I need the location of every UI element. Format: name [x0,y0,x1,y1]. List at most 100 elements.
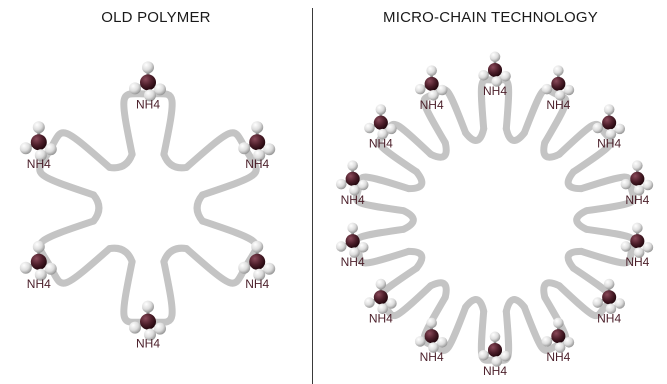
nh4-label: NH4 [369,137,393,151]
old-polymer-nh4-molecule: NH4 [238,240,276,291]
micro-chain-nh4-molecule: NH4 [414,65,448,112]
old-polymer-nh4-molecule: NH4 [129,61,166,111]
nh4-label: NH4 [483,364,507,378]
micro-chain-nh4-molecule: NH4 [364,104,397,151]
hydrogen-atom [632,160,643,171]
nitrogen-atom [373,115,388,130]
nh4-label: NH4 [546,350,570,364]
hydrogen-atom [364,122,375,134]
hydrogen-atom [603,278,615,290]
nh4-label: NH4 [625,193,649,207]
hydrogen-atom [32,240,45,253]
hydrogen-atom [491,356,503,367]
nh4-label: NH4 [625,255,649,269]
hydrogen-atom [428,342,439,353]
old-polymer-nh4-molecule: NH4 [19,240,57,291]
hydrogen-atom [478,350,489,361]
micro-chain-chain-link [462,125,488,144]
nitrogen-atom [30,253,47,270]
nitrogen-atom [140,313,156,330]
nh4-label: NH4 [597,311,621,325]
micro-chain-nh4-molecule: NH4 [620,222,654,269]
nh4-label: NH4 [369,311,393,325]
micro-chain-nh4-molecule: NH4 [592,278,625,325]
micro-chain-nh4-molecule: NH4 [541,317,575,364]
hydrogen-atom [251,121,264,134]
hydrogen-atom [386,298,397,309]
hydrogen-atom [349,185,360,196]
nitrogen-atom [140,74,156,91]
micro-chain-chain-loop [578,173,638,215]
hydrogen-atom [633,247,645,258]
hydrogen-atom [154,322,166,335]
hydrogen-atom [605,128,617,140]
hydrogen-atom [263,143,276,156]
hydrogen-atom [44,143,57,156]
hydrogen-atom [34,149,47,162]
old-polymer-chain-link [160,244,190,266]
micro-chain-nh4-molecule: NH4 [541,65,575,112]
hydrogen-atom [357,242,369,253]
old-polymer-nh4-molecule: NH4 [19,121,57,171]
nh4-label: NH4 [341,255,365,269]
hydrogen-atom [428,90,439,101]
hydrogen-atom [605,303,617,315]
nh4-label: NH4 [597,137,621,151]
hydrogen-atom [632,222,643,234]
old-polymer-chain-link [90,191,103,225]
micro-chain-chain-loop [555,264,615,320]
hydrogen-atom [19,261,32,274]
nitrogen-atom [345,171,360,186]
hydrogen-atom [541,83,553,95]
old-polymer-chain-link [106,244,136,266]
hydrogen-atom [541,336,553,347]
nitrogen-atom [630,234,645,249]
hydrogen-atom [335,241,347,252]
hydrogen-atom [603,104,615,115]
hydrogen-atom [263,262,276,275]
old-polymer-chain [36,90,260,326]
hydrogen-atom [364,297,375,308]
hydrogen-atom [34,268,47,281]
hydrogen-atom [500,350,511,362]
hydrogen-atom [386,123,397,135]
hydrogen-atom [426,317,437,329]
micro-chain-chain-loop [578,225,638,267]
hydrogen-atom [489,51,501,63]
hydrogen-atom [592,122,603,134]
hydrogen-atom [436,84,448,96]
hydrogen-atom [563,84,575,96]
nh4-label: NH4 [420,350,444,364]
micro-chain-chain-loop [555,120,615,176]
old-polymer-nh4-molecule: NH4 [238,121,276,171]
hydrogen-atom [414,83,426,95]
micro-chain-nh4-molecule: NH4 [364,278,397,325]
hydrogen-atom [614,123,625,135]
hydrogen-atom [251,240,264,253]
hydrogen-atom [347,222,358,234]
nitrogen-atom [373,290,388,305]
nitrogen-atom [345,234,360,249]
nh4-label: NH4 [136,337,160,351]
hydrogen-atom [375,104,387,115]
nh4-label: NH4 [546,98,570,112]
hydrogen-atom [144,328,156,341]
hydrogen-atom [436,337,448,348]
micro-chain-molecules: NH4NH4NH4NH4NH4NH4NH4NH4NH4NH4NH4NH4NH4N… [335,51,654,378]
nitrogen-atom [630,171,645,186]
hydrogen-atom [129,321,141,334]
nh4-label: NH4 [420,98,444,112]
micro-chain-nh4-molecule: NH4 [478,51,511,98]
nh4-label: NH4 [245,157,269,171]
hydrogen-atom [32,121,45,134]
nh4-label: NH4 [27,277,51,291]
micro-chain-title: MICRO-CHAIN TECHNOLOGY [383,9,598,26]
nitrogen-atom [551,76,566,91]
nitrogen-atom [602,115,617,130]
old-polymer-chain-link [160,150,190,172]
hydrogen-atom [642,242,654,253]
old-polymer-chain-loop [183,217,260,287]
hydrogen-atom [129,82,141,95]
